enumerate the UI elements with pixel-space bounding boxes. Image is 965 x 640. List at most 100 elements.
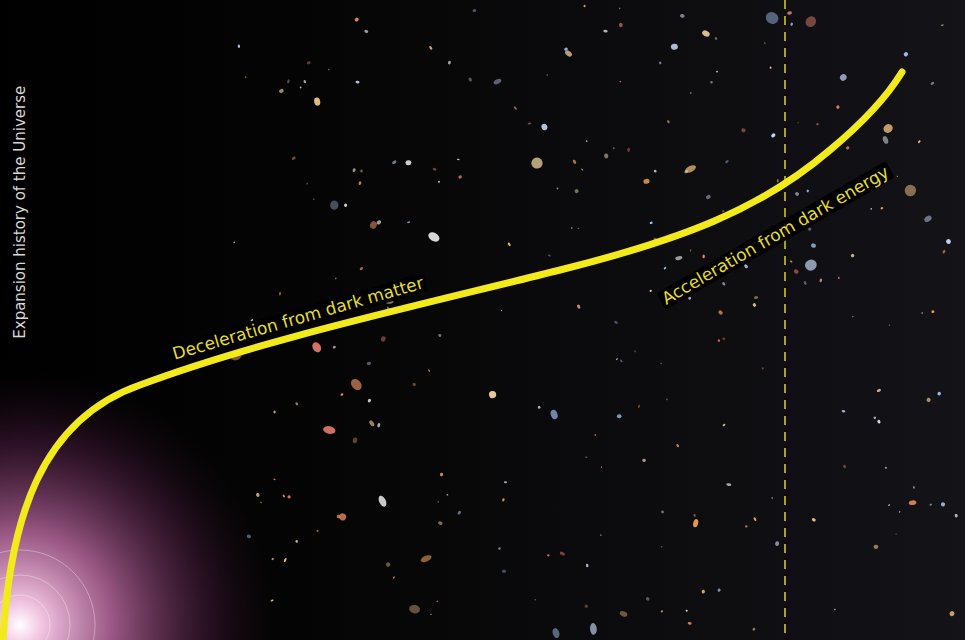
galaxy [905,185,917,197]
galaxy [437,501,439,503]
galaxy [903,51,909,57]
galaxy [945,238,952,245]
galaxy [303,80,307,84]
galaxy [368,420,375,428]
galaxy [806,189,809,192]
axis-title: Expansion history of the Universe [12,83,29,342]
galaxy [885,467,887,469]
galaxy [803,281,807,286]
galaxy [420,554,433,564]
galaxy [714,37,717,40]
galaxy [838,277,840,279]
galaxy [547,554,550,557]
galaxy [273,478,276,480]
galaxy [590,623,598,635]
galaxy [702,590,706,594]
galaxy [745,525,749,529]
galaxy [929,503,932,506]
galaxy [666,398,668,400]
galaxy [722,210,725,213]
galaxy [803,258,818,272]
galaxy [930,81,935,85]
galaxy [549,409,558,420]
galaxy [604,153,609,159]
galaxy [710,81,713,83]
galaxy [645,596,650,601]
galaxy [338,512,348,522]
galaxy [564,47,568,51]
galaxy [643,178,650,184]
big-bang-glow [0,355,290,640]
galaxy [613,147,615,149]
galaxy [299,86,302,89]
galaxy [852,316,853,318]
galaxy [405,160,411,166]
galaxy [659,61,662,64]
galaxy [819,278,822,282]
galaxy [620,359,623,362]
galaxy [313,97,321,106]
galaxy [352,168,356,173]
galaxy [295,402,299,406]
galaxy [537,405,541,409]
galaxy [364,29,369,33]
galaxy [753,517,757,522]
galaxy [836,105,840,109]
galaxy [775,541,780,546]
galaxy [882,135,889,144]
galaxy [793,268,799,274]
galaxy [360,169,363,172]
galaxy [743,264,748,269]
galaxy [923,214,932,223]
galaxy [335,277,337,279]
galaxy [343,203,348,208]
galaxy [794,191,799,196]
galaxy [306,182,308,184]
galaxy [642,459,646,463]
galaxy [680,14,685,18]
galaxy [507,242,511,246]
galaxy [876,388,881,392]
galaxy [447,60,451,64]
galaxy [488,390,497,399]
galaxy [787,11,792,15]
galaxy [439,472,443,476]
galaxy [634,350,636,353]
present-day-line [784,0,786,640]
galaxy [667,120,671,124]
galaxy [834,608,836,610]
galaxy [722,282,726,287]
galaxy [670,43,678,50]
galaxy [752,303,757,308]
galaxy [752,627,756,631]
galaxy [654,170,657,173]
galaxy [726,483,731,486]
galaxy [571,227,573,229]
galaxy [316,529,319,532]
galaxy [675,255,683,260]
galaxy [816,123,819,125]
galaxy [617,414,622,418]
galaxy [616,358,619,361]
galaxy [391,160,397,165]
curve-label: Deceleration from dark matter [168,272,429,363]
galaxy [366,361,371,365]
galaxy [909,500,917,506]
galaxy [581,168,584,171]
galaxy [583,4,586,7]
galaxy [283,558,287,563]
galaxy [278,88,284,93]
galaxy [754,296,759,299]
galaxy [446,494,448,496]
galaxy [771,497,773,499]
galaxy [408,604,420,614]
galaxy [896,175,898,177]
galaxy [313,198,315,200]
galaxy [762,367,764,369]
galaxy [377,423,381,428]
galaxy [770,66,772,68]
galaxy [619,23,623,28]
curve-label: Acceleration from dark energy [656,161,895,310]
galaxy [306,61,311,65]
